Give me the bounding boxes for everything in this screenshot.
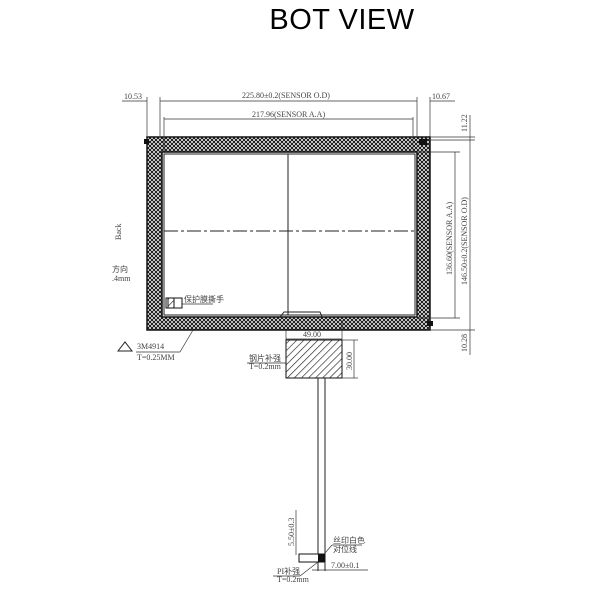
fpc-tail: 5.50±0.3 丝印白色 对位线 7.00±0.1 PI补强 T=0.2mm (273, 378, 368, 584)
tape-name: 3M4914 (137, 342, 164, 351)
thickness-note: .4mm (112, 274, 131, 283)
pi-thickness-label: T=0.2mm (277, 575, 310, 584)
protective-tab-label: 保护膜撕手 (184, 294, 224, 304)
dim-active-height: 136.60(SENSOR A.A) (445, 202, 454, 275)
dim-top-margin: 11.22 (460, 114, 469, 132)
dim-tail-length: 5.50±0.3 (287, 518, 296, 546)
steel-thickness-label: T=0.2mm (249, 362, 282, 371)
view-title: BOT VIEW (269, 4, 415, 36)
dim-bottom-margin: 10.28 (460, 334, 469, 352)
right-dimensions: 11.22 136.60(SENSOR A.A) 146.50±0.2(SENS… (417, 114, 475, 355)
steel-stiffener-label: 钢片补强 (249, 353, 281, 363)
silkscreen-label: 丝印白色 (333, 535, 365, 545)
dim-active-width: 217.96(SENSOR A.A) (252, 110, 325, 119)
dim-tail-width: 7.00±0.1 (331, 561, 359, 570)
dim-stiffener-height: 30.00 (345, 352, 354, 370)
tape-callout: 3M4914 T=0.25MM (116, 329, 194, 362)
side-label: Back (114, 224, 123, 240)
pi-stiffener-label: PI补强 (277, 566, 300, 576)
alignment-line-label: 对位线 (333, 544, 357, 554)
dim-left-margin: 10.53 (124, 92, 142, 101)
protective-film-tab: 保护膜撕手 (165, 294, 224, 309)
warning-triangle-icon (116, 341, 134, 352)
direction-note: 方向 (112, 264, 128, 274)
dim-outline-height: 146.50±0.2(SENSOR O.D) (460, 197, 469, 285)
dim-fpc-width: 49.00 (303, 330, 321, 339)
top-dimensions: 10.53 225.80±0.2(SENSOR O.D) 217.96(SENS… (122, 91, 455, 152)
tape-thickness: T=0.25MM (137, 353, 175, 362)
dim-outline-width: 225.80±0.2(SENSOR O.D) (242, 91, 330, 100)
dim-right-margin: 10.67 (432, 92, 450, 101)
fpc-stiffener: 49.00 30.00 钢片补强 T=0.2mm (247, 320, 358, 379)
center-lines (164, 154, 415, 315)
